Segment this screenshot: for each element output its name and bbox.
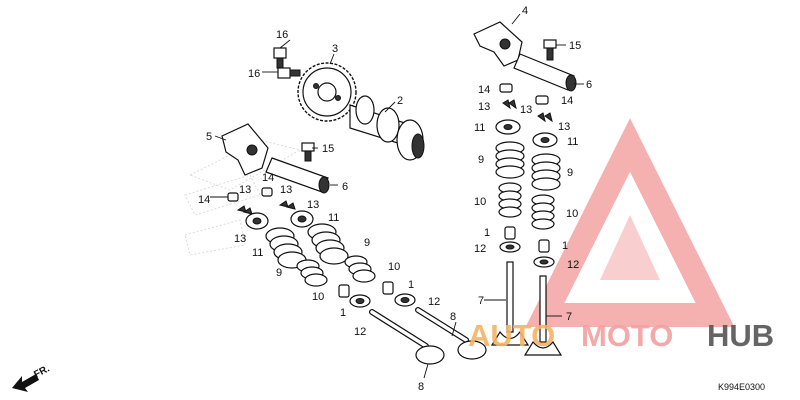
callout-label: 13 [520,104,532,116]
callout-label: 6 [586,79,592,91]
callout-label: 14 [478,84,490,96]
right-seals-seats [499,226,555,268]
callout-label: 6 [342,181,348,193]
callout-label: 11 [252,247,263,259]
callout-label: 13 [307,199,319,211]
left-valves [369,307,487,365]
callout-label: 11 [474,122,485,134]
direction-label: FR. [32,363,52,380]
bolt-15-left [301,142,315,162]
callout-label: 15 [322,143,334,155]
callout-label: 12 [428,296,440,308]
leader-lines [210,13,584,379]
callout-label: 10 [312,291,324,303]
callout-label: 13 [558,121,570,133]
watermark-word-auto: AUTO [468,318,555,353]
diagram-code: K994E0300 [718,382,765,392]
callout-label: 14 [262,172,274,184]
callout-label: 11 [567,136,578,148]
callout-label: 8 [418,381,424,393]
callout-label: 13 [280,184,292,196]
callout-labels: 16 16 3 2 5 15 6 14 13 13 14 13 11 13 11… [198,5,592,393]
callout-label: 16 [276,29,288,41]
watermark-word-moto: MOTO [581,318,673,353]
callout-label: 12 [474,243,486,255]
rocker-shaft-left [265,157,330,194]
callout-label: 11 [328,212,339,224]
callout-label: 1 [408,279,414,291]
left-valve-springs [265,223,376,287]
callout-label: 4 [522,5,528,17]
camshaft [349,95,425,161]
callout-label: 16 [248,68,260,80]
rocker-shaft-right [513,53,577,92]
callout-label: 7 [478,295,484,307]
callout-label: 1 [340,307,346,319]
watermark-wordmark: AUTO MOTO HUB [468,318,774,353]
callout-label: 10 [474,196,486,208]
callout-label: 13 [478,101,490,113]
front-direction-arrow: FR. [12,363,52,392]
callout-label: 2 [397,95,403,107]
callout-label: 12 [567,259,579,271]
rocker-arm-left [221,123,269,176]
callout-label: 1 [562,240,568,252]
callout-label: 1 [484,227,490,239]
callout-label: 14 [198,194,210,206]
watermark-word-hub: HUB [707,318,774,353]
right-valve-springs [495,141,561,230]
rocker-arm-right [473,21,523,67]
callout-label: 12 [354,326,366,338]
callout-label: 9 [276,267,282,279]
callout-label: 5 [206,131,212,143]
callout-label: 14 [561,95,573,107]
callout-label: 15 [569,40,581,52]
right-small-parts [495,83,558,148]
callout-label: 3 [332,43,338,55]
bolt-15-right [543,39,557,61]
bolt-16-lower [277,67,301,79]
callout-label: 7 [566,311,572,323]
left-small-parts [227,187,314,230]
callout-label: 9 [567,167,573,179]
callout-label: 10 [566,208,578,220]
callout-label: 9 [364,237,370,249]
watermark-logo [525,118,735,327]
bolt-16-top [273,47,287,69]
right-valves [490,261,563,356]
callout-label: 10 [388,261,400,273]
callout-label: 13 [234,233,246,245]
callout-label: 13 [239,184,251,196]
left-seals-seats [338,281,416,308]
callout-label: 9 [478,154,484,166]
callout-label: 8 [450,311,456,323]
cam-sprocket [297,62,357,122]
